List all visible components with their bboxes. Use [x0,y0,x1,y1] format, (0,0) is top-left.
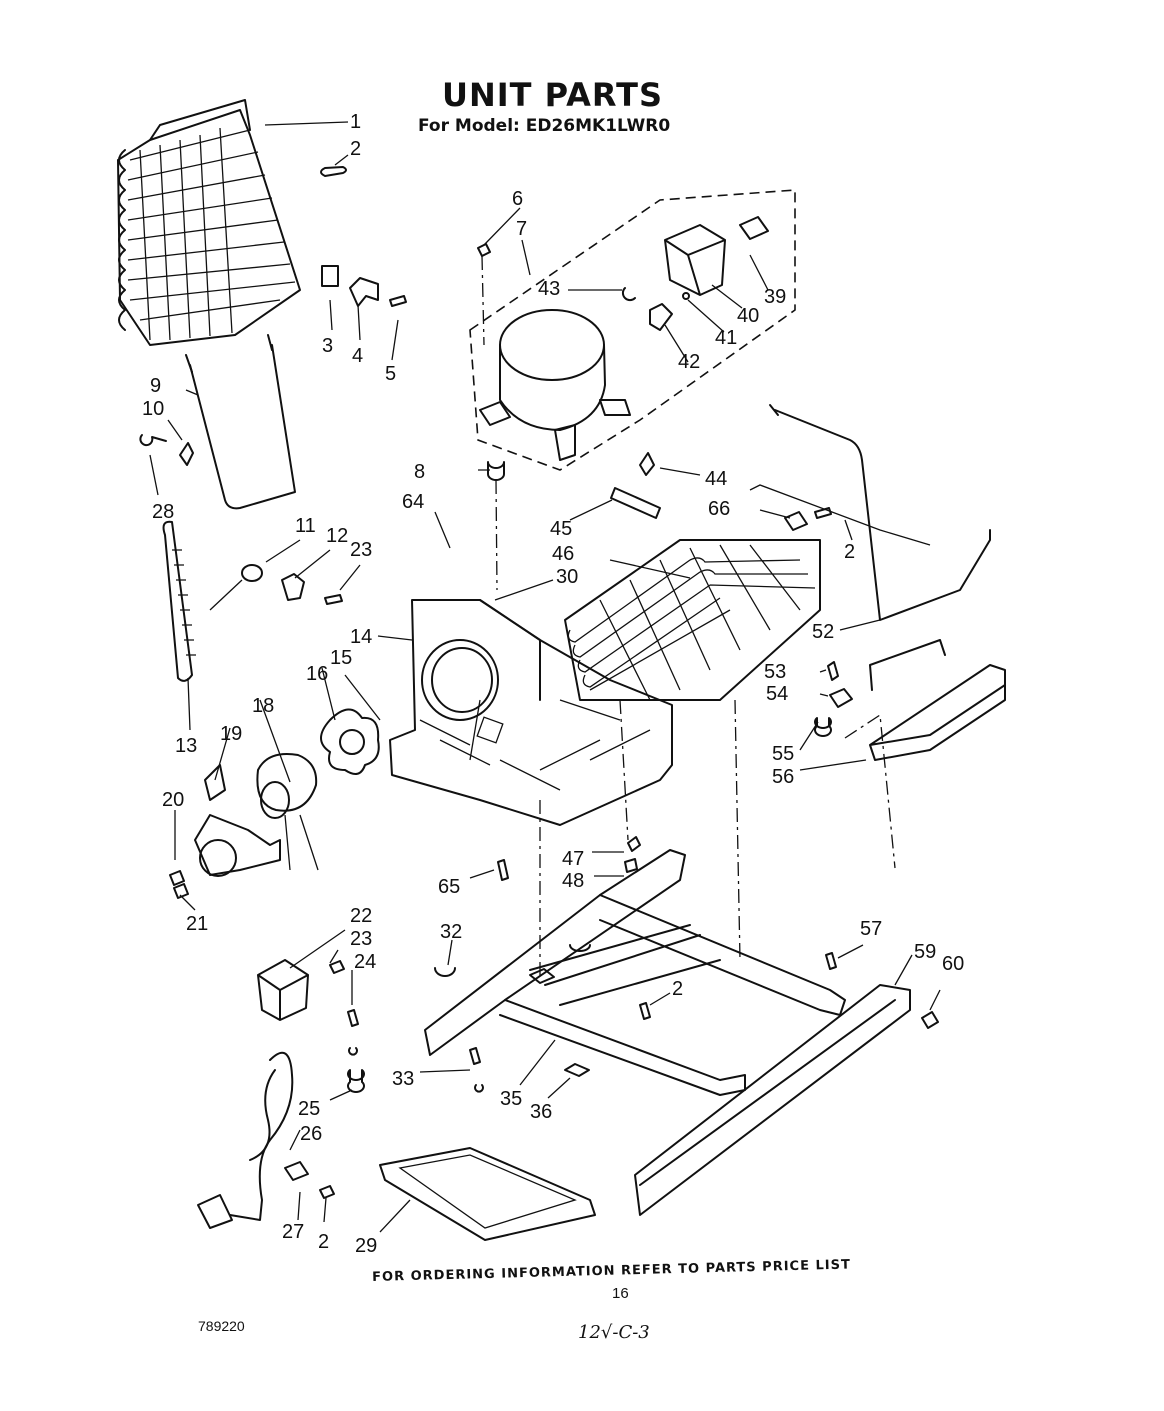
callout-30: 30 [556,566,578,588]
callout-20: 20 [162,789,184,811]
callout-66: 66 [708,498,730,520]
callout-41: 41 [715,327,737,349]
callout-28: 28 [152,501,174,523]
callout-9: 9 [150,375,161,397]
callout-22: 22 [350,905,372,927]
callout-60: 60 [942,953,964,975]
drain-trough [869,664,1006,761]
mounting-hardware-top [477,243,505,591]
callout-2b: 2 [844,541,855,563]
callout-3: 3 [322,335,333,357]
heater-strip [162,520,196,682]
callout-35: 35 [500,1088,522,1110]
callout-12: 12 [326,525,348,547]
valve-parts [814,661,896,869]
callout-40: 40 [737,305,759,327]
callout-25: 25 [298,1098,320,1120]
callout-1: 1 [350,111,361,133]
handwritten-note: 12√-C-3 [578,1322,650,1343]
callout-27: 27 [282,1221,304,1243]
callout-14: 14 [350,626,372,648]
callout-23b: 23 [350,928,372,950]
callout-2: 2 [350,138,361,160]
callout-45: 45 [550,518,572,540]
callout-56: 56 [772,766,794,788]
callout-47: 47 [562,848,584,870]
callout-4: 4 [352,345,363,367]
callout-10: 10 [142,398,164,420]
leader-lines [149,121,941,1233]
callout-23: 23 [350,539,372,561]
callout-33: 33 [392,1068,414,1090]
drain-pan [379,1147,596,1241]
small-fasteners-top [320,166,407,307]
page-title: UNIT PARTS [442,76,663,114]
callout-11: 11 [295,515,316,537]
callout-53: 53 [764,661,786,683]
callout-16: 16 [306,663,328,685]
evaporator-coil [117,99,301,346]
callout-32: 32 [440,921,462,943]
callout-54: 54 [766,683,788,705]
drier-and-clips [610,452,832,531]
drain-heater [185,334,296,510]
callout-2d: 2 [318,1231,329,1253]
relay-cover [257,959,309,1021]
page-number: 16 [612,1285,629,1302]
callout-8: 8 [414,461,425,483]
callout-57: 57 [860,918,882,940]
callout-65: 65 [438,876,460,898]
callout-7: 7 [516,218,527,240]
callout-52: 52 [812,621,834,643]
condenser-coil [564,539,821,701]
condenser-tube [749,404,991,691]
compressor-assembly [469,189,796,471]
defrost-thermostat [209,564,343,611]
callout-6: 6 [512,188,523,210]
callout-labels: 1 2 3 4 5 6 7 8 9 10 28 43 39 40 41 42 4… [142,111,964,1257]
power-cord [197,1051,365,1229]
callout-15: 15 [330,647,352,669]
unit-base-frame [424,849,846,1096]
callout-24: 24 [354,951,376,973]
callout-46: 46 [552,543,574,565]
fan-shroud-partition [389,599,673,826]
callout-59: 59 [914,941,936,963]
callout-21: 21 [186,913,208,935]
callout-19: 19 [220,723,242,745]
callout-55: 55 [772,743,794,765]
model-subtitle: For Model: ED26MK1LWR0 [418,116,671,136]
callout-29: 29 [355,1235,377,1257]
callout-43: 43 [538,278,560,300]
callout-44: 44 [705,468,727,490]
callout-64: 64 [402,491,424,513]
callout-13: 13 [175,735,197,757]
small-fasteners-bottom [319,699,939,1199]
catalog-number: 789220 [198,1318,245,1334]
callout-26: 26 [300,1123,322,1145]
callout-48: 48 [562,870,584,892]
callout-5: 5 [385,363,396,385]
callout-42: 42 [678,351,700,373]
callout-36: 36 [530,1101,552,1123]
callout-2c: 2 [672,978,683,1000]
base-rail [634,984,911,1216]
evaporator-fan [169,708,380,899]
clip-and-screw [139,434,194,466]
callout-18: 18 [252,695,274,717]
callout-39: 39 [764,286,786,308]
